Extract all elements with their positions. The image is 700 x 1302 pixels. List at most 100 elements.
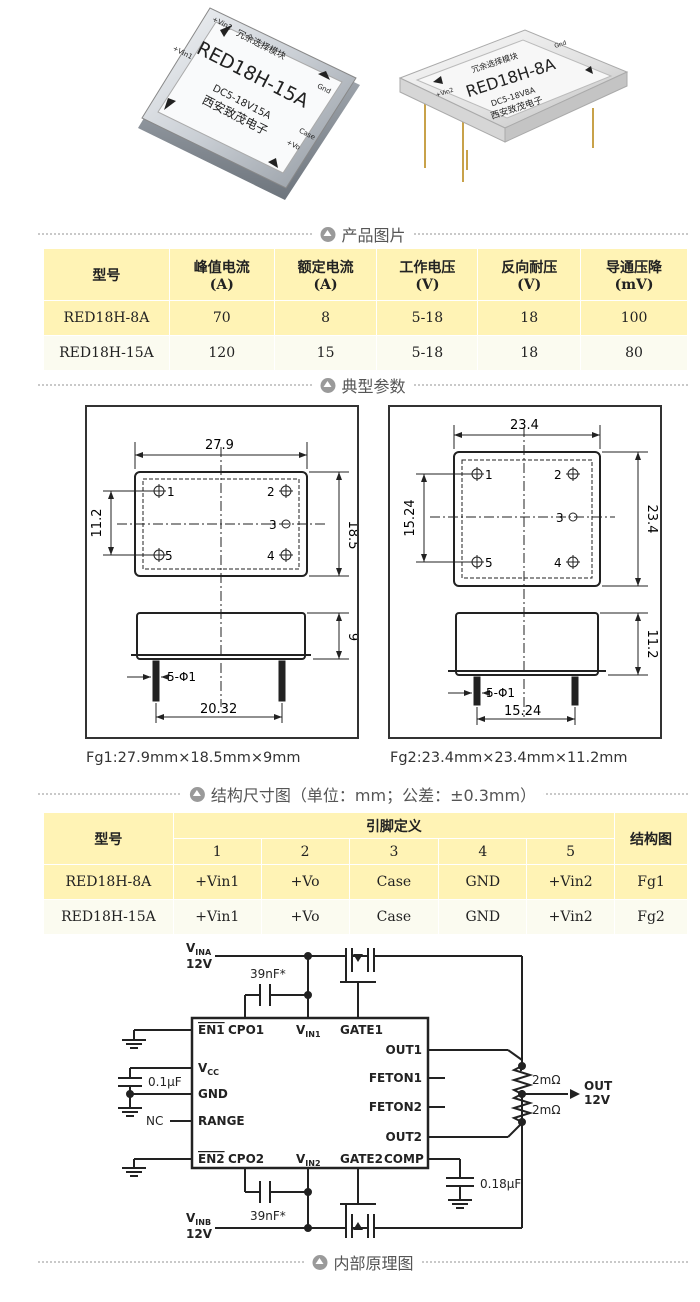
cell: +Vo: [260, 899, 350, 935]
table-row: RED18H-15A 120 15 5-18 18 80: [43, 335, 688, 371]
section-title-dimensions: 结构尺寸图（单位：mm；公差：±0.3mm）: [210, 786, 537, 805]
pin-number: 5: [526, 838, 616, 865]
up-arrow-icon: [189, 786, 205, 802]
sch-pin-feton1: FETON1: [369, 1071, 422, 1085]
params-header-drop: 导通压降(mV): [580, 248, 688, 301]
cell: Fg1: [614, 864, 688, 900]
cell: +Vin1: [172, 899, 262, 935]
section-divider-dimensions: 结构尺寸图（单位：mm；公差：±0.3mm）: [38, 782, 688, 806]
fg2-depth-label: 11.2: [644, 630, 659, 659]
fg2-width-label: 23.4: [510, 418, 539, 433]
fg1-caption: Fg1:27.9mm×18.5mm×9mm: [86, 750, 301, 766]
cell: 70: [168, 300, 275, 336]
fg2-pin-hspace-label: 15.24: [504, 704, 541, 719]
sch-pin-cpo1: CPO1: [228, 1023, 264, 1037]
sch-vinb: VINB: [186, 1211, 211, 1227]
cell: RED18H-8A: [43, 300, 170, 336]
fg1-pin4: 4: [267, 549, 275, 563]
cell: RED18H-15A: [43, 335, 170, 371]
fg2-pin-spec-label: 5-Φ1: [486, 686, 515, 700]
cell: 8: [273, 300, 378, 336]
cell: Case: [348, 899, 440, 935]
schematic-diagram: VINA 12V VINB 12V 39nF* 39nF* 0.1µF 0.18…: [118, 941, 613, 1241]
section-title-schematic: 内部原理图: [333, 1254, 414, 1273]
pin-header-row: 型号 引脚定义 结构图: [43, 812, 688, 865]
params-header-reverse: 反向耐压(V): [477, 248, 582, 301]
pin-table: 型号 引脚定义 结构图 1 2 3 4 5 RED18H-8A +Vin1 +V…: [43, 812, 688, 935]
sch-pin-out2: OUT2: [386, 1130, 422, 1144]
pin-number-row: 1 2 3 4 5: [44, 838, 688, 865]
sch-pin-en1: EN1: [198, 1023, 225, 1037]
section-divider-params: 典型参数: [38, 373, 688, 397]
sch-r1: 2mΩ: [532, 1073, 561, 1087]
cell: +Vin1: [172, 864, 262, 900]
sch-cap-bottom: 39nF*: [250, 1209, 286, 1223]
fg1-height-label: 18.5: [345, 521, 357, 550]
drawing-fg2: 23.4 23.4 15.24 11.2 5-Φ1 15.24 1 2 3 4 …: [388, 405, 662, 739]
section-title-params: 典型参数: [341, 377, 406, 396]
cell: 100: [580, 300, 688, 336]
up-arrow-icon: [320, 377, 336, 393]
fg1-pin-spec-label: 5-Φ1: [167, 670, 196, 684]
sch-pin-vcc: VCC: [198, 1061, 219, 1077]
cell: 18: [477, 335, 582, 371]
sch-vina-v: 12V: [186, 957, 213, 971]
sch-r2: 2mΩ: [532, 1103, 561, 1117]
fg2-pin4: 4: [554, 556, 562, 570]
cell: GND: [438, 899, 528, 935]
params-header-row: 型号 峰值电流(A) 额定电流(A) 工作电压(V) 反向耐压(V) 导通压降(…: [43, 248, 688, 301]
product-photo-right: 冗余选择模块 RED18H-8A DC5-18V8A 西安致茂电子 +Vin2 …: [398, 29, 629, 182]
sch-pin-comp: COMP: [384, 1152, 424, 1166]
cell: Case: [348, 864, 440, 900]
drawing-fg1-svg: 27.9 18.5 11.2 9 5-Φ1 20.32 1 2 3 4 5: [90, 438, 360, 723]
sch-pin-gnd: GND: [198, 1087, 228, 1101]
up-arrow-icon: [320, 226, 336, 242]
drawing-fg2-svg: 23.4 23.4 15.24 11.2 5-Φ1 15.24 1 2 3 4 …: [403, 418, 659, 725]
sch-pin-out1: OUT1: [386, 1043, 422, 1057]
pin-header-model: 型号: [43, 812, 174, 865]
cell: Fg2: [614, 899, 688, 935]
sch-pin-gate1: GATE1: [340, 1023, 383, 1037]
fg2-pin1: 1: [485, 468, 493, 482]
fg1-pin1: 1: [167, 485, 175, 499]
pin-number: 2: [260, 838, 350, 865]
sch-pin-range: RANGE: [198, 1114, 245, 1128]
cell: 5-18: [376, 300, 479, 336]
section-divider-schematic: 内部原理图: [38, 1250, 688, 1274]
sch-pin-cpo2: CPO2: [228, 1152, 264, 1166]
cell: RED18H-8A: [43, 864, 174, 900]
fg2-caption: Fg2:23.4mm×23.4mm×11.2mm: [390, 750, 628, 766]
sch-vina: VINA: [186, 941, 212, 957]
table-row: RED18H-8A +Vin1 +Vo Case GND +Vin2 Fg1: [43, 864, 688, 900]
drawing-fg1: 27.9 18.5 11.2 9 5-Φ1 20.32 1 2 3 4 5: [85, 405, 360, 739]
sch-cap-vcc: 0.1µF: [148, 1075, 182, 1089]
fg1-pin-hspace-label: 20.32: [200, 702, 237, 717]
sch-cap-comp: 0.18µF: [480, 1177, 521, 1191]
cell: +Vin2: [526, 899, 616, 935]
table-row: RED18H-8A 70 8 5-18 18 100: [43, 300, 688, 336]
pin-number: 4: [438, 838, 528, 865]
cell: +Vo: [260, 864, 350, 900]
sch-out-v: 12V: [584, 1093, 611, 1107]
fg2-pin5: 5: [485, 556, 493, 570]
params-header-peak: 峰值电流(A): [168, 248, 275, 301]
params-header-rated: 额定电流(A): [273, 248, 378, 301]
cell: 5-18: [376, 335, 479, 371]
sch-pin-vin1: VIN1: [296, 1023, 321, 1039]
cell: 80: [580, 335, 688, 371]
fg2-height-label: 23.4: [644, 505, 659, 534]
sch-cap-top: 39nF*: [250, 967, 286, 981]
cell: +Vin2: [526, 864, 616, 900]
cell: RED18H-15A: [43, 899, 174, 935]
fg1-depth-label: 9: [345, 633, 357, 641]
params-header-model: 型号: [43, 248, 170, 301]
fg1-pin2: 2: [267, 485, 275, 499]
cell: 15: [273, 335, 378, 371]
fg1-width-label: 27.9: [205, 438, 234, 453]
sch-pin-gate2: GATE2: [340, 1152, 383, 1166]
fg1-pin3: 3: [269, 518, 277, 532]
photo2-pin-gnd: Gnd: [554, 39, 568, 50]
pin-header-pins: 引脚定义: [172, 812, 616, 839]
sch-pin-en2: EN2: [198, 1152, 225, 1166]
sch-pin-vin2: VIN2: [296, 1152, 321, 1168]
